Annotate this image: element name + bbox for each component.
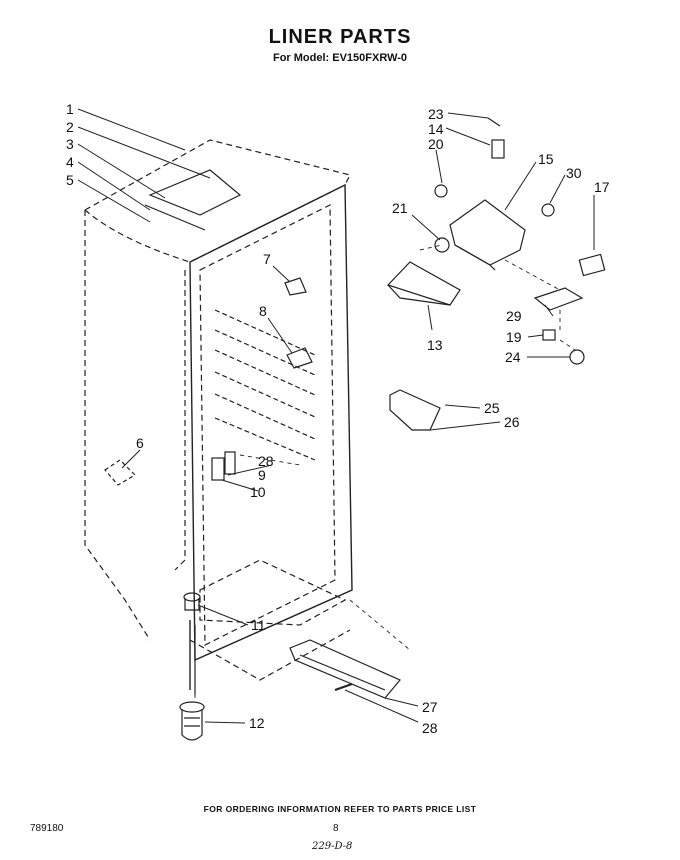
switch-part-17 (578, 253, 606, 277)
clip-part-19 (542, 329, 556, 341)
callout-23: 23 (428, 106, 444, 122)
callout-19: 19 (506, 329, 522, 345)
callout-2: 2 (66, 119, 74, 135)
cabinet-left-side (84, 210, 151, 641)
callout-28-bottom: 28 (422, 720, 438, 736)
callout-1: 1 (66, 101, 74, 117)
ordering-info-note: FOR ORDERING INFORMATION REFER TO PARTS … (203, 804, 477, 814)
callout-8: 8 (259, 303, 267, 319)
callout-12: 12 (249, 715, 265, 731)
socket-part-21 (434, 237, 450, 253)
callout-14: 14 (428, 121, 444, 137)
page-title: LINER PARTS (268, 26, 412, 48)
foot-part-11 (183, 592, 201, 611)
plate-part-29 (533, 287, 584, 311)
model-subtitle: For Model: EV150FXRW-0 (272, 52, 408, 64)
thermostat-part-24 (569, 349, 585, 365)
callout-27: 27 (422, 699, 438, 715)
callout-28-hinge: 28 (258, 453, 274, 469)
cabinet-front-frame (189, 183, 353, 662)
top-cover-parts (148, 169, 242, 216)
callout-4: 4 (66, 154, 74, 170)
bracket-part-26 (389, 389, 441, 431)
hinge-part-9 (211, 457, 225, 481)
callout-30: 30 (566, 165, 582, 181)
leveling-leg-part-12 (179, 701, 205, 741)
document-number: 789180 (30, 823, 64, 834)
callout-9: 9 (258, 467, 266, 483)
page-number: 8 (333, 823, 339, 834)
callout-10: 10 (250, 484, 266, 500)
knob-part-30 (541, 203, 555, 217)
cabinet-top-outline (84, 139, 351, 211)
callout-17: 17 (594, 179, 610, 195)
handwritten-reference: 229-D-8 (312, 841, 353, 852)
callout-11: 11 (251, 617, 266, 633)
callout-15: 15 (538, 151, 554, 167)
callout-25: 25 (484, 400, 500, 416)
hinge-part-10 (224, 451, 236, 475)
screw-part-23 (487, 117, 501, 127)
bulb-part-20 (434, 184, 448, 198)
hinge-part-6 (104, 459, 136, 486)
control-housing-part-15 (449, 199, 526, 266)
callout-13: 13 (427, 337, 443, 353)
cabinet-bottom (199, 559, 347, 626)
callout-20: 20 (428, 136, 444, 152)
callout-29: 29 (506, 308, 522, 324)
callout-3: 3 (66, 136, 74, 152)
callout-7: 7 (263, 251, 271, 267)
callout-5: 5 (66, 172, 74, 188)
shelf-rails (214, 309, 316, 461)
callout-21: 21 (392, 200, 408, 216)
light-shield-part-13 (386, 261, 461, 306)
callout-6: 6 (136, 435, 144, 451)
kickplate-part-27 (289, 639, 401, 699)
callout-24: 24 (505, 349, 521, 365)
callout-26: 26 (504, 414, 520, 430)
bracket-part-8 (286, 347, 313, 369)
connector-part-14 (491, 139, 505, 159)
bracket-part-7 (284, 277, 307, 296)
